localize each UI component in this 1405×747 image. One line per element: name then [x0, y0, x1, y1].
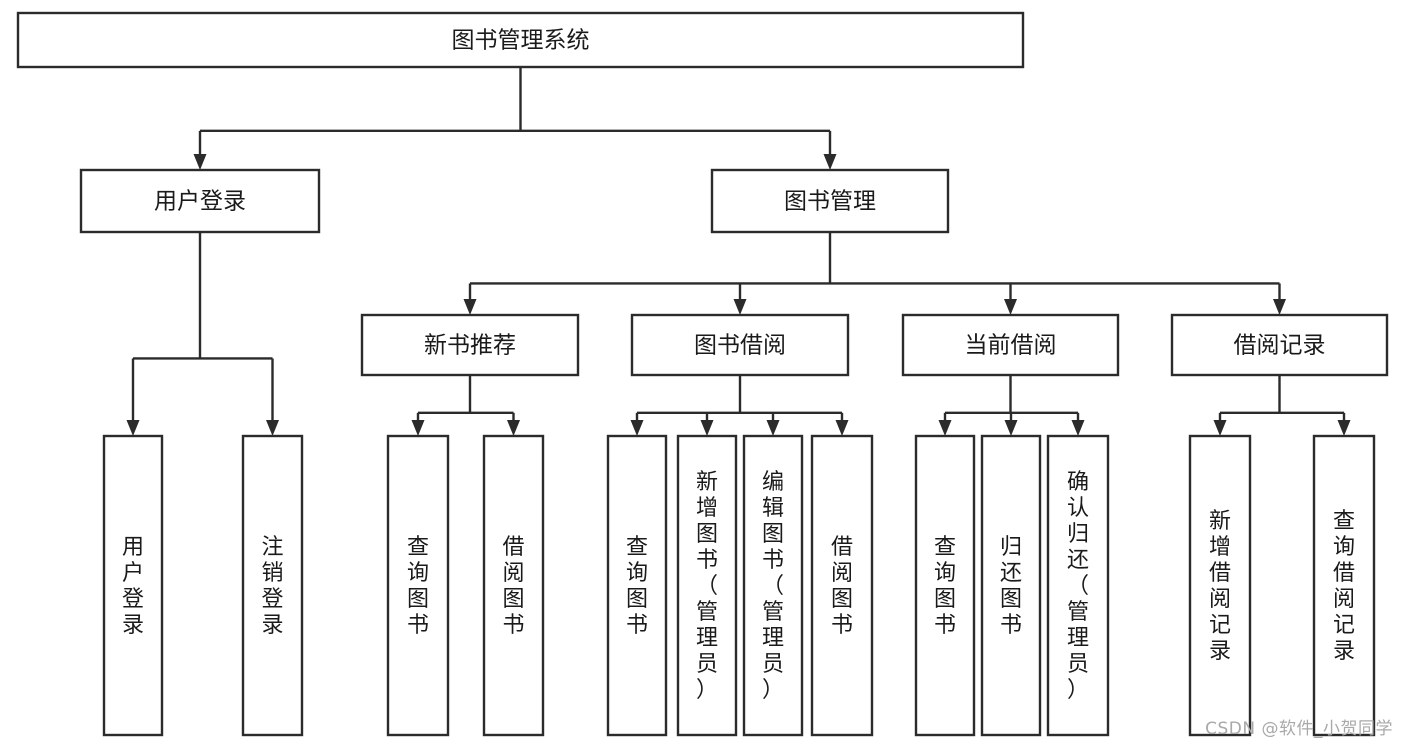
node-l3_3[interactable]: 当前借阅: [901, 313, 1120, 377]
node-box[interactable]: [1170, 313, 1389, 377]
arrow-head: [463, 299, 477, 315]
watermark-text: CSDN @软件_小贺同学: [1205, 719, 1393, 739]
arrow-head: [1337, 420, 1351, 436]
node-label: 借阅图书: [502, 535, 524, 638]
edges-layer: [126, 67, 1351, 436]
node-box[interactable]: [1046, 434, 1110, 737]
node-box[interactable]: [16, 11, 1025, 69]
node-label: 查询图书: [626, 535, 648, 638]
node-box[interactable]: [386, 434, 450, 737]
node-box[interactable]: [102, 434, 164, 737]
node-box[interactable]: [482, 434, 545, 737]
edge-group-l3_4: [1213, 375, 1351, 436]
node-label: 新增图书（管理员）: [696, 470, 718, 703]
arrow-head: [835, 420, 849, 436]
arrow-head: [266, 420, 279, 436]
node-l2_2[interactable]: 图书管理: [710, 168, 950, 234]
node-label: 图书管理: [784, 189, 876, 215]
arrow-head: [1213, 420, 1227, 436]
edge-group-l3_2: [630, 375, 849, 436]
node-label: 图书借阅: [694, 333, 786, 359]
node-box[interactable]: [606, 434, 668, 737]
node-l3_1[interactable]: 新书推荐: [360, 313, 580, 377]
edge-group-l3_1: [411, 375, 520, 436]
node-box[interactable]: [710, 168, 950, 234]
node-label: 用户登录: [154, 189, 246, 215]
node-label: 归还图书: [1000, 535, 1022, 638]
node-box[interactable]: [360, 313, 580, 377]
node-root[interactable]: 图书管理系统: [16, 11, 1025, 69]
arrow-head: [126, 420, 140, 436]
arrow-head: [700, 420, 714, 436]
arrow-head: [938, 420, 952, 436]
node-label: 查询图书: [407, 535, 429, 638]
node-box[interactable]: [630, 313, 850, 377]
node-box[interactable]: [241, 434, 304, 737]
node-leaf_12[interactable]: 新增借阅记录: [1188, 434, 1252, 737]
node-label: 查询借阅记录: [1333, 509, 1355, 664]
edge-group-root: [193, 67, 837, 170]
node-leaf_5[interactable]: 查询图书: [606, 434, 668, 737]
node-label: 确认归还（管理员）: [1067, 470, 1089, 703]
node-leaf_6[interactable]: 新增图书（管理员）: [676, 434, 738, 737]
node-box[interactable]: [79, 168, 321, 234]
arrow-head: [733, 299, 747, 315]
node-box[interactable]: [676, 434, 738, 737]
edge-group-l2_1: [126, 232, 279, 436]
node-leaf_2[interactable]: 注销登录: [241, 434, 304, 737]
node-leaf_9[interactable]: 查询图书: [914, 434, 976, 737]
node-leaf_7[interactable]: 编辑图书（管理员）: [742, 434, 804, 737]
node-box[interactable]: [810, 434, 874, 737]
node-label: 新书推荐: [424, 333, 516, 359]
node-l3_4[interactable]: 借阅记录: [1170, 313, 1389, 377]
node-label: 图书管理系统: [452, 28, 590, 54]
node-label: 当前借阅: [965, 333, 1057, 359]
arrow-head: [1004, 420, 1018, 436]
arrow-head: [507, 420, 520, 436]
node-leaf_3[interactable]: 查询图书: [386, 434, 450, 737]
node-leaf_1[interactable]: 用户登录: [102, 434, 164, 737]
node-leaf_8[interactable]: 借阅图书: [810, 434, 874, 737]
node-box[interactable]: [1312, 434, 1376, 737]
arrow-head: [1004, 299, 1017, 315]
node-leaf_4[interactable]: 借阅图书: [482, 434, 545, 737]
arrow-head: [1273, 299, 1286, 315]
edge-group-l2_2: [463, 232, 1286, 315]
node-label: 注销登录: [261, 535, 283, 638]
node-box[interactable]: [914, 434, 976, 737]
arrow-head: [411, 420, 425, 436]
arrow-head: [630, 420, 644, 436]
arrow-head: [193, 154, 207, 170]
edge-group-l3_3: [938, 375, 1085, 436]
arrow-head: [1071, 420, 1085, 436]
node-box[interactable]: [901, 313, 1120, 377]
node-label: 新增借阅记录: [1209, 509, 1231, 664]
node-leaf_10[interactable]: 归还图书: [980, 434, 1042, 737]
node-leaf_11[interactable]: 确认归还（管理员）: [1046, 434, 1110, 737]
node-box[interactable]: [980, 434, 1042, 737]
node-label: 查询图书: [934, 535, 956, 638]
node-box[interactable]: [742, 434, 804, 737]
node-l2_1[interactable]: 用户登录: [79, 168, 321, 234]
arrow-head: [766, 420, 780, 436]
node-label: 借阅记录: [1234, 333, 1326, 359]
node-label: 编辑图书（管理员）: [762, 470, 784, 703]
nodes-layer: 图书管理系统用户登录图书管理新书推荐图书借阅当前借阅借阅记录用户登录注销登录查询…: [16, 11, 1389, 737]
node-box[interactable]: [1188, 434, 1252, 737]
arrow-head: [823, 154, 837, 170]
node-l3_2[interactable]: 图书借阅: [630, 313, 850, 377]
node-label: 借阅图书: [831, 535, 853, 638]
node-label: 用户登录: [122, 535, 144, 638]
node-leaf_13[interactable]: 查询借阅记录: [1312, 434, 1376, 737]
